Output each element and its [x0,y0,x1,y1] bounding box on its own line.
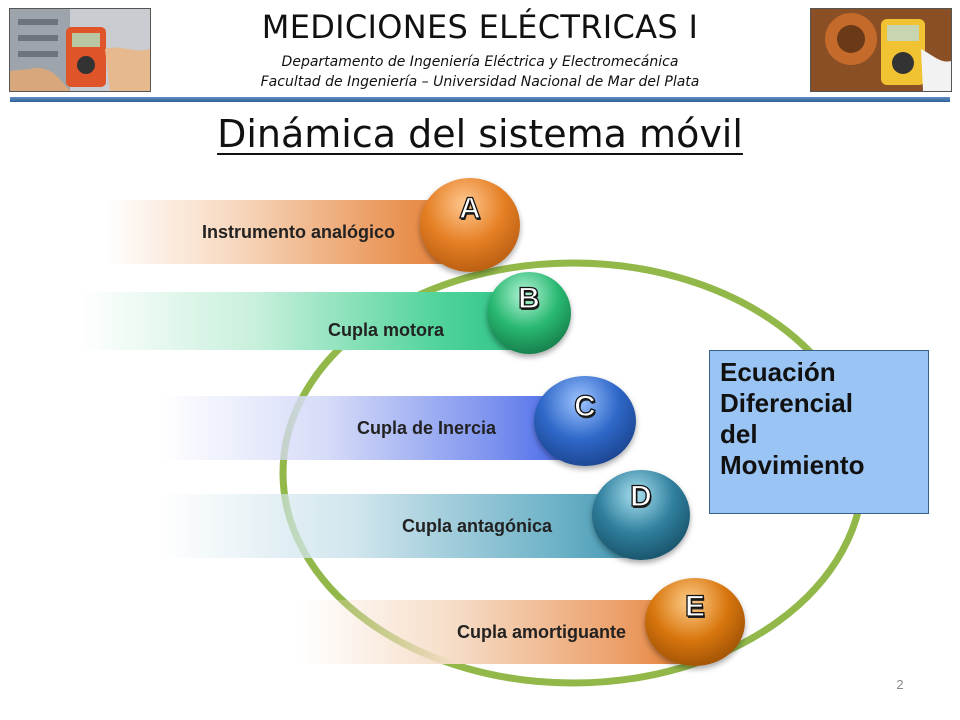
ball-c: C [534,376,636,466]
ball-a-letter: A [459,191,482,225]
header-photo-right [810,8,952,92]
ball-c-letter: C [574,389,597,423]
equation-box: Ecuación Diferencial del Movimiento [709,350,929,514]
bar-cupla-motora: Cupla motora [80,292,520,350]
equation-line: Diferencial [720,388,853,418]
equation-line: del [720,419,758,449]
ball-b: B [487,272,571,354]
page-number: 2 [896,677,904,692]
ball-d: D [592,470,690,560]
equation-text: Ecuación Diferencial del Movimiento [720,357,918,481]
item-c-label: Cupla de Inercia [356,418,496,438]
ball-d-letter: D [630,479,653,513]
header-department: Departamento de Ingeniería Eléctrica y E… [281,54,679,70]
item-a-label: Instrumento analógico [201,222,395,242]
bar-cupla-antagonica: Cupla antagónica [160,494,640,558]
ball-e: E [645,578,745,666]
ball-e-letter: E [684,589,705,623]
bar-cupla-inercia: Cupla de Inercia [160,396,580,460]
item-e-label: Cupla amortiguante [456,622,626,642]
ball-b-letter: B [518,281,541,315]
header-divider [10,97,950,102]
equation-line: Movimiento [720,450,865,480]
slide-title: Dinámica del sistema móvil [217,112,743,156]
item-b-label: Cupla motora [327,320,444,340]
header-faculty: Facultad de Ingeniería – Universidad Nac… [260,74,700,90]
header-photo-left [9,8,151,92]
bar-cupla-amortiguante: Cupla amortiguante [300,600,690,664]
item-d-label: Cupla antagónica [401,516,552,536]
equation-line: Ecuación [720,357,836,387]
header-title: MEDICIONES ELÉCTRICAS I [261,8,699,46]
ball-a: A [420,178,520,272]
